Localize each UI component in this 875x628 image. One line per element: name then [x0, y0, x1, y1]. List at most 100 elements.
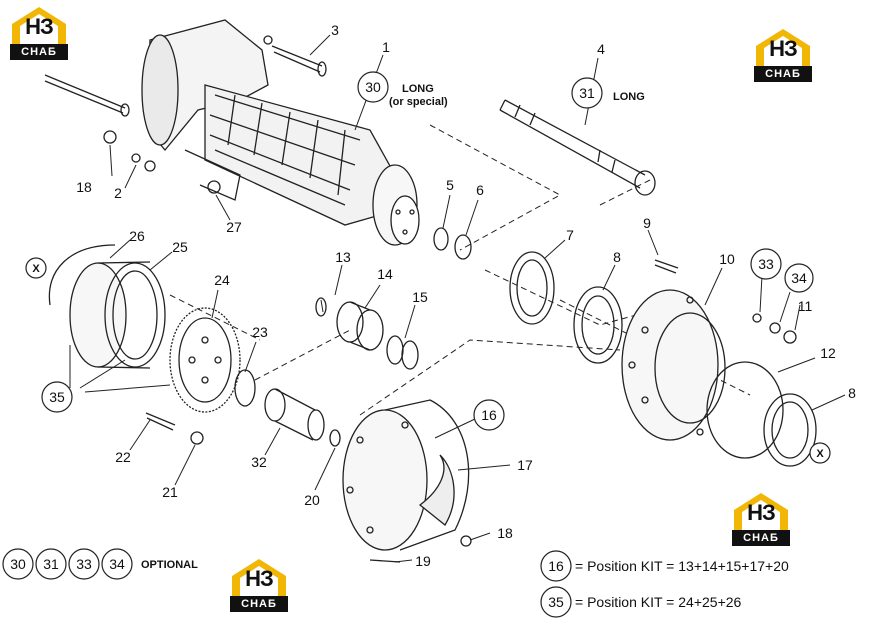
callout-23: 23	[252, 324, 268, 340]
callout-12: 12	[820, 345, 836, 361]
x-marker-left: X	[32, 263, 40, 275]
wheel-hub-10	[621, 289, 726, 441]
callout-13: 13	[335, 249, 351, 265]
planet-housing-16	[342, 399, 470, 551]
callout-11: 11	[798, 298, 813, 314]
stud-3	[271, 45, 327, 77]
washer-20	[329, 429, 341, 447]
callout-leaders	[69, 34, 846, 563]
circled-30-long: 30	[365, 79, 381, 95]
logo-sub: СНАБ	[754, 66, 812, 82]
o-ring-12	[706, 361, 784, 459]
optional-30: 30	[10, 556, 26, 572]
plug-27	[207, 180, 221, 194]
callout-8-inner: 8	[613, 249, 621, 265]
logo-sub: СНАБ	[230, 596, 288, 612]
nut-11	[783, 330, 797, 344]
callout-15: 15	[412, 289, 428, 305]
brand-logo: НЗ СНАБ	[752, 26, 814, 84]
washer-34	[769, 322, 781, 334]
callout-24: 24	[214, 272, 230, 288]
logo-sub: СНАБ	[732, 530, 790, 546]
note-long-30: LONG	[402, 83, 434, 95]
nut-18	[103, 130, 117, 144]
callout-19: 19	[415, 553, 431, 569]
callout-6: 6	[476, 182, 484, 198]
seal-7	[509, 251, 555, 325]
brand-logo: НЗ СНАБ	[730, 490, 792, 548]
bearing-8-inner	[573, 286, 623, 364]
callout-26: 26	[129, 228, 145, 244]
note-or-special: (or special)	[389, 96, 448, 108]
ring-gear-25	[69, 261, 166, 369]
part-numbers: 1 2 3 4 5 6 7 8 8 9 10 11 12 13 14 15 17…	[76, 22, 856, 569]
callout-22: 22	[115, 449, 131, 465]
circled-labels: 30 31 33 34 16 35 30 31 33 34 16 35 X X	[10, 79, 824, 610]
callout-1: 1	[382, 39, 390, 55]
axle-shaft	[499, 99, 656, 196]
x-marker-right: X	[816, 448, 824, 460]
brand-logo: НЗ СНАБ	[8, 4, 70, 62]
callout-21: 21	[162, 484, 178, 500]
circled-16: 16	[481, 407, 497, 423]
nut-2	[144, 160, 156, 172]
optional-31: 31	[43, 556, 59, 572]
logo-brand: НЗ	[747, 500, 776, 525]
logo-house-icon	[232, 559, 286, 598]
callout-17: 17	[517, 457, 533, 473]
callout-2: 2	[114, 185, 122, 201]
snap-ring-26	[48, 244, 116, 306]
logo-house-icon	[734, 493, 788, 532]
circled-34: 34	[791, 270, 807, 286]
logo-brand: НЗ	[769, 36, 798, 61]
planet-gear-14	[336, 301, 384, 351]
kit-35-badge: 35	[548, 594, 564, 610]
stud-9	[654, 259, 679, 274]
kit-16-text: = Position KIT = 13+14+15+17+20	[575, 558, 789, 574]
logo-sub: СНАБ	[10, 44, 68, 60]
notes: LONG (or special) LONG OPTIONAL = Positi…	[141, 83, 789, 610]
callout-18-bottom: 18	[497, 525, 513, 541]
note-long-31: LONG	[613, 91, 645, 103]
nut-21	[190, 431, 204, 445]
callout-32: 32	[251, 454, 267, 470]
seal-5	[433, 227, 449, 251]
callout-4: 4	[597, 41, 605, 57]
ring-6	[454, 234, 472, 260]
callout-3: 3	[331, 22, 339, 38]
logo-house-icon	[12, 7, 66, 46]
kit-16-badge: 16	[548, 558, 564, 574]
long-stud	[44, 74, 130, 117]
logo-brand: НЗ	[25, 14, 54, 39]
bolt-22	[145, 412, 176, 431]
leader-lines	[169, 124, 751, 416]
callout-5: 5	[446, 177, 454, 193]
circled-35: 35	[49, 389, 65, 405]
bearing-8-outer	[763, 393, 817, 467]
logo-house-icon	[756, 29, 810, 68]
circled-33: 33	[758, 256, 774, 272]
callout-7: 7	[566, 227, 574, 243]
optional-33: 33	[76, 556, 92, 572]
needle-bearing-15	[386, 335, 419, 370]
callout-10: 10	[719, 251, 735, 267]
callout-14: 14	[377, 266, 393, 282]
plug-18	[460, 535, 472, 547]
note-optional: OPTIONAL	[141, 559, 198, 571]
washer-33	[752, 313, 762, 323]
callout-27: 27	[226, 219, 242, 235]
brand-logo: НЗ СНАБ	[228, 556, 290, 614]
callout-20: 20	[304, 492, 320, 508]
callout-18-top: 18	[76, 179, 92, 195]
optional-34: 34	[109, 556, 125, 572]
logo-brand: НЗ	[245, 566, 274, 591]
callout-25: 25	[172, 239, 188, 255]
washer-2	[131, 153, 141, 163]
sun-gear-32	[264, 388, 325, 441]
kit-35-text: = Position KIT = 24+25+26	[575, 594, 742, 610]
circled-31-long: 31	[579, 85, 595, 101]
thrust-washer-23	[234, 369, 256, 407]
callout-8-outer: 8	[848, 385, 856, 401]
